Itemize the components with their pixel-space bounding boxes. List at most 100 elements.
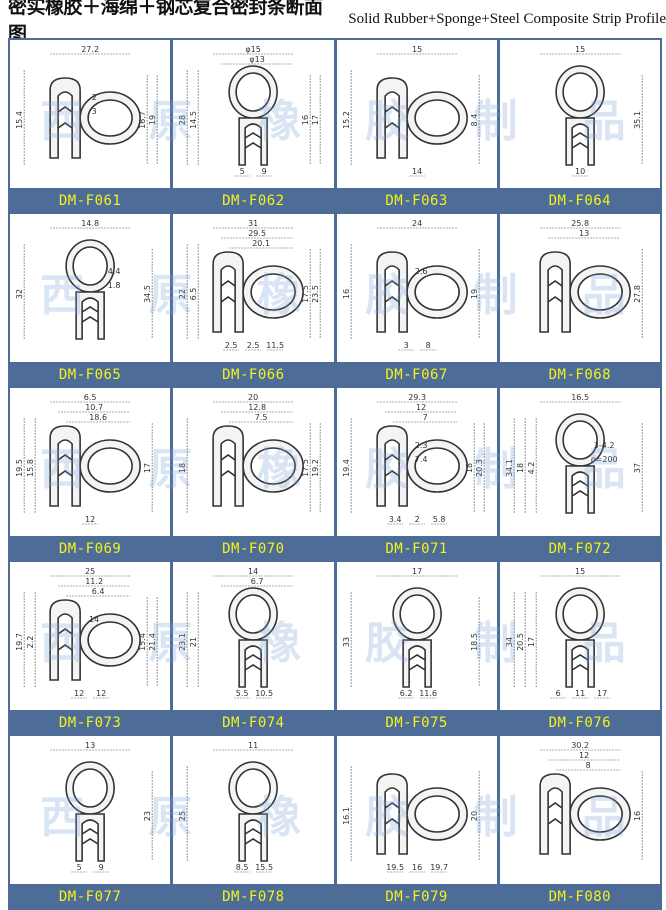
profile-code-label: DM-F071 — [336, 538, 497, 560]
dimension-label: 19 — [470, 289, 479, 299]
dimension-label: 3 — [92, 107, 97, 116]
dimension-label: 15.4 — [138, 633, 147, 651]
u-channel — [375, 77, 408, 159]
dimension-label: 4.2 — [527, 462, 536, 475]
dimension-label: 1.8 — [108, 281, 121, 290]
dimension-label: 16 — [301, 115, 310, 125]
u-channel — [565, 639, 595, 688]
dimension-label: 10.5 — [255, 689, 273, 698]
dimension-label: 6.4 — [92, 587, 105, 596]
dimension-label: 10.7 — [85, 403, 103, 412]
page-header: 密实橡胶＋海绵＋钢芯复合密封条断面图 Solid Rubber+Sponge+S… — [0, 0, 666, 45]
u-channel — [49, 425, 81, 507]
dimension-label: 18.5 — [470, 633, 479, 651]
dimension-label: 32 — [15, 289, 24, 299]
dimension-label: 19.7 — [430, 863, 448, 872]
dimension-label: 21 — [189, 637, 198, 647]
profile-code-label: DM-F073 — [10, 712, 171, 734]
dimension-label: 2.5 — [225, 341, 238, 350]
dimension-label: 12 — [579, 751, 589, 760]
dimension-label: 6 — [555, 689, 560, 698]
title-english: Solid Rubber+Sponge+Steel Composite Stri… — [348, 10, 666, 27]
dimension-label: φ15 — [246, 45, 261, 54]
dimension-label: 20.3 — [475, 459, 484, 477]
dimension-label: φ13 — [250, 55, 265, 64]
u-channel — [539, 251, 571, 333]
dimension-label: 16 — [633, 811, 642, 821]
dimension-label: 15.8 — [26, 459, 35, 477]
dimension-label: 2.3 — [414, 441, 427, 450]
u-channel — [212, 251, 245, 333]
dimension-label: 7 — [422, 413, 427, 422]
dimension-label: 8.5 — [236, 863, 249, 872]
dimension-label: 2.2 — [26, 636, 35, 649]
profile-code-label: DM-F067 — [336, 364, 497, 386]
dimension-label: 2.6 — [414, 267, 427, 276]
dimension-label: 19.4 — [342, 459, 351, 477]
dimension-label: 23.5 — [311, 285, 320, 303]
dimension-label: 18 — [465, 463, 474, 473]
dimension-label: 19.5 — [386, 863, 404, 872]
profile-code-label: DM-F070 — [173, 538, 334, 560]
profile-code-label: DM-F063 — [336, 190, 497, 212]
u-channel — [49, 77, 81, 159]
dimension-label: 20 — [470, 811, 479, 821]
dimension-label: 11.6 — [419, 689, 437, 698]
dimension-label: 21.4 — [148, 633, 157, 651]
profile-code-label: DM-F061 — [10, 190, 171, 212]
dimension-label: 3-4.2 — [594, 441, 615, 450]
profile-code-label: DM-F080 — [499, 886, 660, 908]
dimension-label: ρ=200 — [590, 455, 617, 464]
dimension-label: 19.7 — [15, 633, 24, 651]
dimension-label: 17 — [143, 463, 152, 473]
dimension-label: 25.8 — [571, 219, 589, 228]
profile-code-label: DM-F077 — [10, 886, 171, 908]
profile-code-label: DM-F076 — [499, 712, 660, 734]
dimension-label: 9 — [262, 167, 267, 176]
dimension-label: 14 — [248, 567, 258, 576]
dimension-label: 23.1 — [178, 633, 187, 651]
dimension-label: 25 — [85, 567, 95, 576]
profile-code-label: DM-F072 — [499, 538, 660, 560]
dimension-label: 6.7 — [251, 577, 264, 586]
u-channel — [401, 639, 432, 688]
profile-code-label: DM-F062 — [173, 190, 334, 212]
dimension-label: 6.2 — [399, 689, 412, 698]
dimension-label: 17 — [311, 115, 320, 125]
dimension-label: 19 — [148, 115, 157, 125]
u-channel — [238, 639, 269, 688]
profile-code-label: DM-F079 — [336, 886, 497, 908]
u-channel — [375, 425, 408, 507]
